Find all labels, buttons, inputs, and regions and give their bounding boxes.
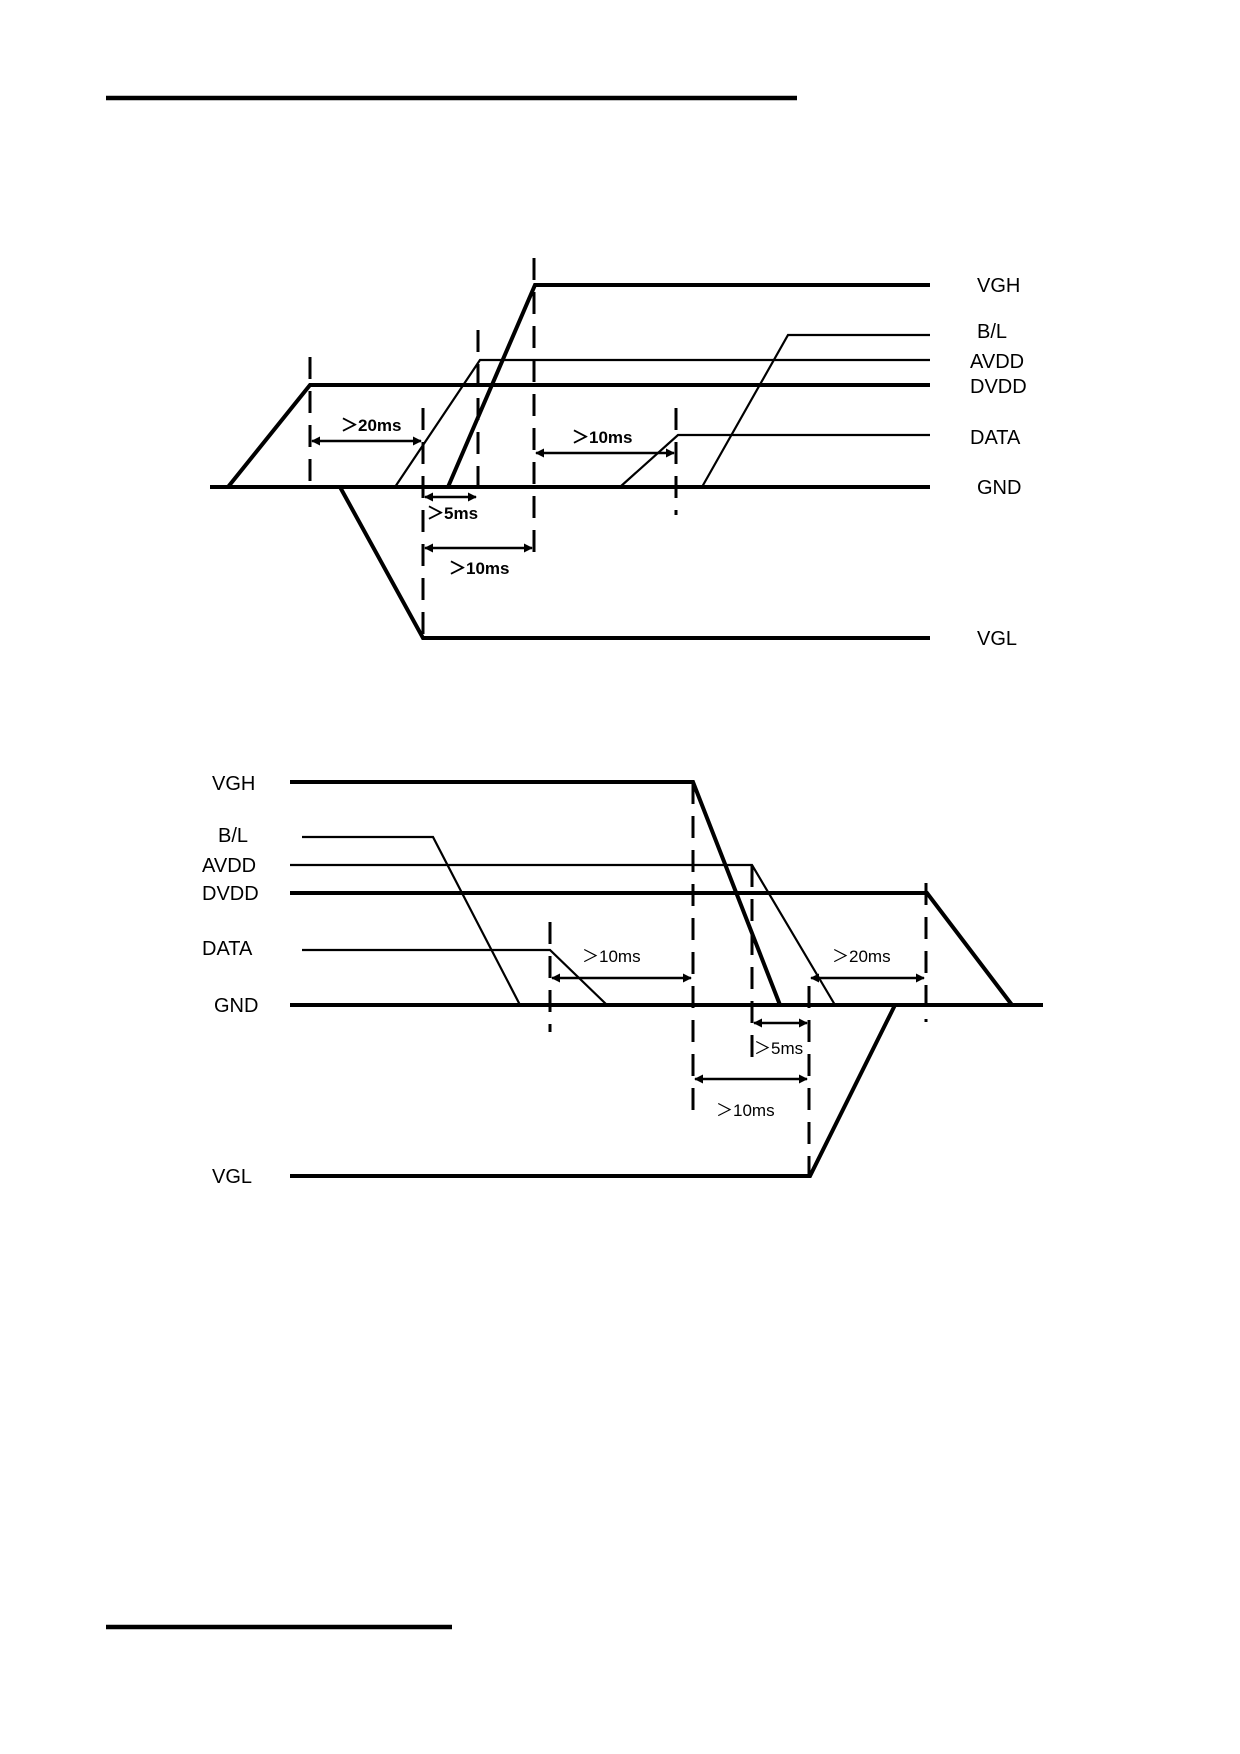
power-off-5ms-label: ＞5ms — [754, 1039, 803, 1058]
power-off-vgh-label: VGH — [212, 773, 255, 795]
power-on-dvdd-waveform — [226, 383, 930, 489]
power-on-bl-waveform — [701, 333, 930, 488]
power-on-vgh-label: VGH — [977, 275, 1020, 297]
power-off-20ms-label: ＞20ms — [832, 947, 891, 966]
power-off-10ms-label-data: ＞10ms — [582, 947, 641, 966]
power-on-avdd-label: AVDD — [970, 351, 1024, 373]
power-on-data-label: DATA — [970, 427, 1021, 449]
power-on-data-waveform — [619, 433, 930, 488]
power-off-bl-label: B/L — [218, 825, 248, 847]
power-off-vgl-label: VGL — [212, 1166, 252, 1188]
power-off-avdd-label: AVDD — [202, 855, 256, 877]
power-on-vgl-waveform — [338, 486, 930, 640]
power-off-10ms-label-vgl: ＞10ms — [716, 1101, 775, 1120]
power-off-sequence: ＞10ms ＞5ms ＞10ms ＞20ms VGH B/L AVDD DVDD… — [202, 773, 1043, 1188]
power-off-bl-waveform — [302, 835, 521, 1006]
power-off-dvdd-label: DVDD — [202, 883, 259, 905]
power-off-data-waveform — [302, 948, 608, 1006]
power-off-data-label: DATA — [202, 938, 253, 960]
power-on-dvdd-label: DVDD — [970, 376, 1027, 398]
power-on-bl-label: B/L — [977, 321, 1007, 343]
power-off-vgl-waveform — [290, 1004, 897, 1178]
power-on-gnd-label: GND — [977, 477, 1021, 499]
power-on-10ms-label-vgh: ＞10ms — [449, 559, 509, 578]
power-on-20ms-label: ＞20ms — [341, 416, 401, 435]
power-on-sequence: ＞20ms ＞5ms ＞10ms ＞10ms VGH B/L AVDD DVDD… — [210, 258, 1027, 650]
power-on-5ms-label: ＞5ms — [427, 504, 478, 523]
power-on-vgl-label: VGL — [977, 628, 1017, 650]
power-off-gnd-label: GND — [214, 995, 258, 1017]
power-on-10ms-label-data: ＞10ms — [572, 428, 632, 447]
